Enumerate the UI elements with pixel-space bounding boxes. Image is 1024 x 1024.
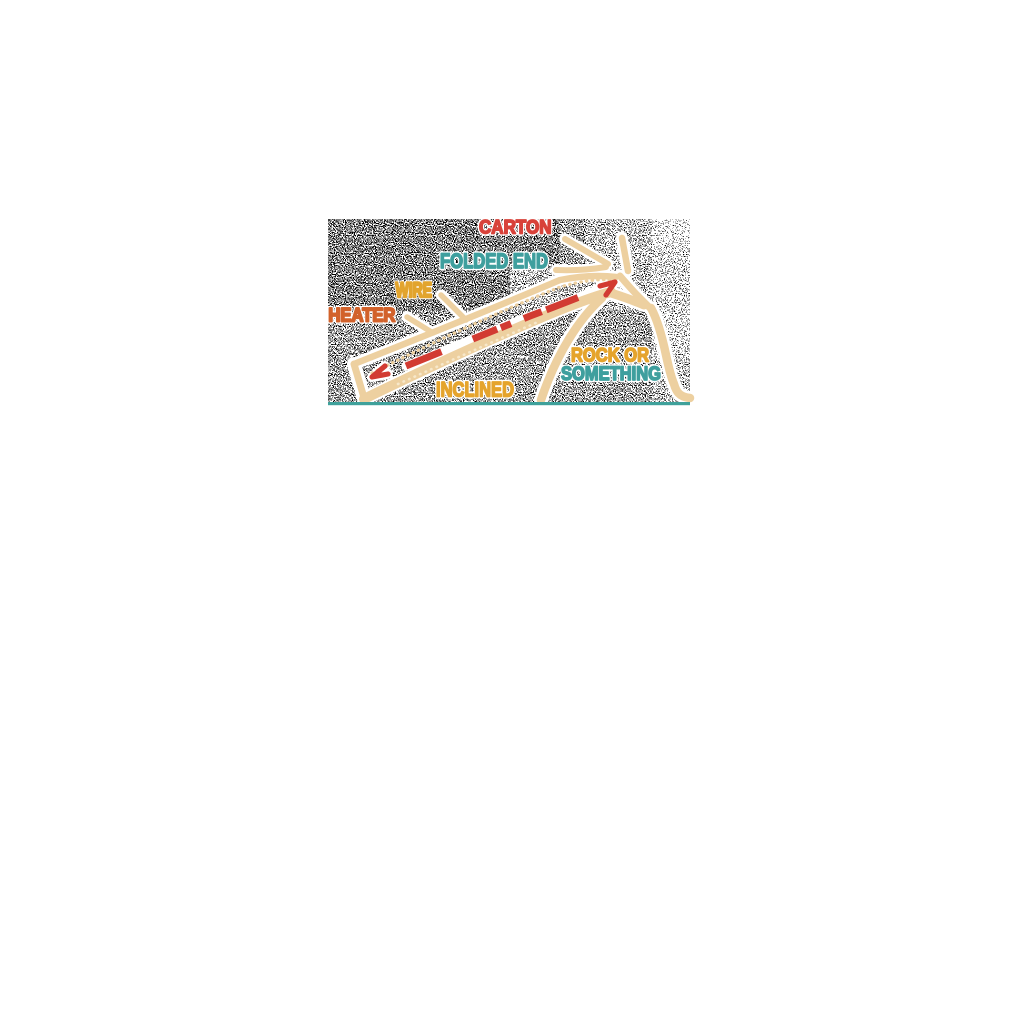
svg-text:WIRE: WIRE xyxy=(396,279,433,302)
svg-text:ROCK OR: ROCK OR xyxy=(571,344,649,366)
svg-text:FOLDED END: FOLDED END xyxy=(440,250,548,273)
svg-text:SOMETHING: SOMETHING xyxy=(561,363,661,385)
svg-text:INCLINED: INCLINED xyxy=(436,378,514,401)
svg-text:HEATER: HEATER xyxy=(328,304,395,326)
svg-text:INCLINED: INCLINED xyxy=(436,378,514,401)
svg-text:SOMETHING: SOMETHING xyxy=(561,363,661,385)
svg-text:CARTON: CARTON xyxy=(479,218,552,239)
svg-text:CARTON: CARTON xyxy=(479,218,552,239)
svg-text:ROCK OR: ROCK OR xyxy=(571,344,649,366)
svg-text:HEATER: HEATER xyxy=(328,304,395,326)
svg-text:WIRE: WIRE xyxy=(396,279,433,302)
svg-text:FOLDED END: FOLDED END xyxy=(440,250,548,273)
